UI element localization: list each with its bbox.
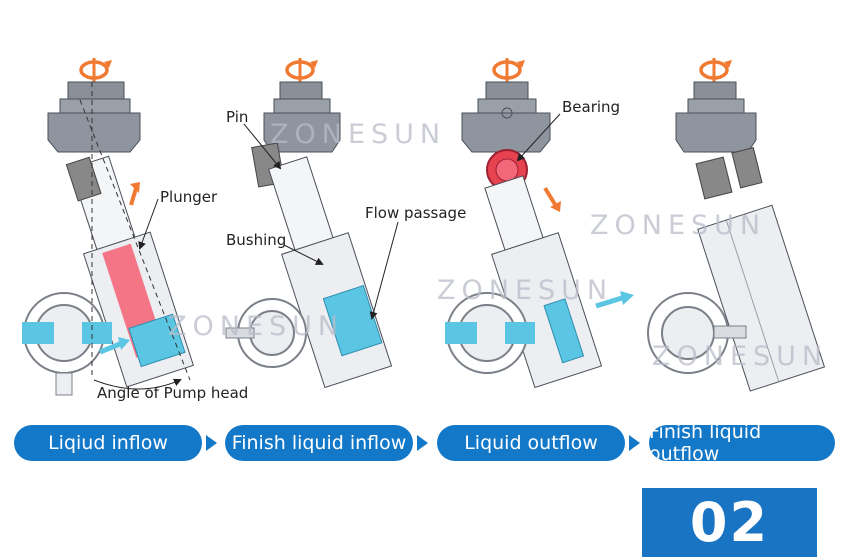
triangle-right-icon <box>417 435 428 451</box>
panel-liquid-inflow: Angle of Pump head Plunger <box>22 58 248 402</box>
panel-liquid-outflow: Bearing <box>445 58 634 389</box>
motor-head <box>47 81 141 153</box>
inlet-ring <box>22 292 112 396</box>
label-pin: Pin <box>226 108 248 126</box>
watermark-5: ZONESUN <box>652 341 828 372</box>
watermark-1: ZONESUN <box>270 119 446 150</box>
step-liquid-outflow: Liquid outflow <box>437 425 625 461</box>
watermark-4: ZONESUN <box>168 311 344 342</box>
panel-finish-liquid-outflow <box>647 58 826 392</box>
label-plunger: Plunger <box>160 188 218 206</box>
motor-head <box>461 81 551 153</box>
page-number-badge: 02 <box>642 488 817 557</box>
rotation-icon <box>492 58 525 82</box>
rotation-icon <box>285 58 318 82</box>
step-finish-liquid-outflow: Finish liquid outflow <box>649 421 835 465</box>
outlet-ring <box>647 292 747 374</box>
label-flow-passage: Flow passage <box>365 204 466 222</box>
triangle-right-icon <box>629 435 640 451</box>
step-liquid-inflow: Liqiud inflow <box>14 425 202 461</box>
panel-finish-liquid-inflow: Pin Bushing Flow passage <box>225 58 466 389</box>
watermark-2: ZONESUN <box>590 210 766 241</box>
inlet-ring <box>225 298 307 368</box>
step-finish-liquid-inflow: Finish liquid inflow <box>225 425 413 461</box>
watermark-3: ZONESUN <box>437 275 613 306</box>
label-bearing: Bearing <box>562 98 620 116</box>
rotation-icon <box>699 58 732 82</box>
label-angle: Angle of Pump head <box>97 384 248 402</box>
label-bushing: Bushing <box>226 231 286 249</box>
rotation-icon <box>79 58 112 82</box>
motor-head <box>263 81 341 153</box>
motor-head <box>675 81 757 153</box>
pump-diagram: Angle of Pump head Plunger Pin Bus <box>22 58 828 402</box>
triangle-right-icon <box>206 435 217 451</box>
outlet-ring <box>445 292 535 374</box>
